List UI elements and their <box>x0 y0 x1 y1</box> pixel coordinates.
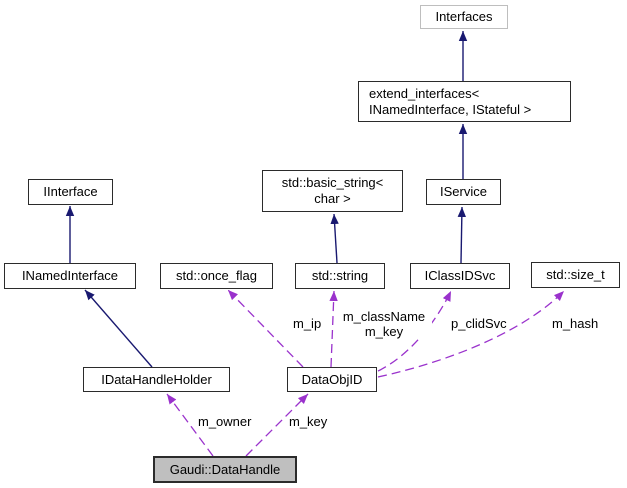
node-dataobjid[interactable]: DataObjID <box>287 367 377 392</box>
edge-dataobjid-to-onceflag <box>227 289 304 368</box>
node-iclassidsvc-label: IClassIDSvc <box>424 268 496 284</box>
node-dataobjid-label: DataObjID <box>301 371 363 387</box>
node-gaudi-datahandle-label: Gaudi::DataHandle <box>169 461 281 477</box>
node-iservice-label: IService <box>440 184 487 200</box>
node-idatahandleholder[interactable]: IDataHandleHolder <box>83 367 230 392</box>
edge-stdstring-to-basicstring <box>330 213 339 264</box>
node-std-basic-string-label: std::basic_string< char > <box>281 175 384 206</box>
node-extend-interfaces[interactable]: extend_interfaces< INamedInterface, ISta… <box>358 81 571 122</box>
edge-iclassidsvc-to-iservice <box>457 206 467 264</box>
node-std-string-label: std::string <box>311 268 369 284</box>
node-inamedinterface[interactable]: INamedInterface <box>4 263 136 289</box>
node-iclassidsvc[interactable]: IClassIDSvc <box>410 263 510 289</box>
edge-dataobjid-to-iclassidsvc <box>377 290 452 372</box>
edge-dataobjid-to-stdstring <box>329 290 338 368</box>
node-iservice[interactable]: IService <box>426 179 501 205</box>
node-std-size-t-label: std::size_t <box>546 267 605 283</box>
edge-datahandle-to-idatahandleholder <box>166 393 214 457</box>
node-std-string[interactable]: std::string <box>295 263 385 289</box>
node-std-once-flag[interactable]: std::once_flag <box>160 263 273 289</box>
edge-datahandle-to-dataobjid <box>245 393 309 457</box>
node-interfaces-label: Interfaces <box>435 9 493 25</box>
node-inamedinterface-label: INamedInterface <box>21 268 119 284</box>
node-gaudi-datahandle: Gaudi::DataHandle <box>153 456 297 483</box>
node-iinterface[interactable]: IInterface <box>28 179 113 205</box>
node-iinterface-label: IInterface <box>43 184 98 200</box>
node-interfaces: Interfaces <box>420 5 508 29</box>
edge-dataobjid-to-stdsizet <box>377 290 565 378</box>
node-std-size-t[interactable]: std::size_t <box>531 262 620 288</box>
node-std-once-flag-label: std::once_flag <box>176 268 257 284</box>
node-std-basic-string[interactable]: std::basic_string< char > <box>262 170 403 212</box>
node-extend-interfaces-label: extend_interfaces< INamedInterface, ISta… <box>369 85 532 117</box>
edge-idatahandleholder-to-inamedinterface <box>84 289 153 368</box>
node-idatahandleholder-label: IDataHandleHolder <box>101 371 212 387</box>
